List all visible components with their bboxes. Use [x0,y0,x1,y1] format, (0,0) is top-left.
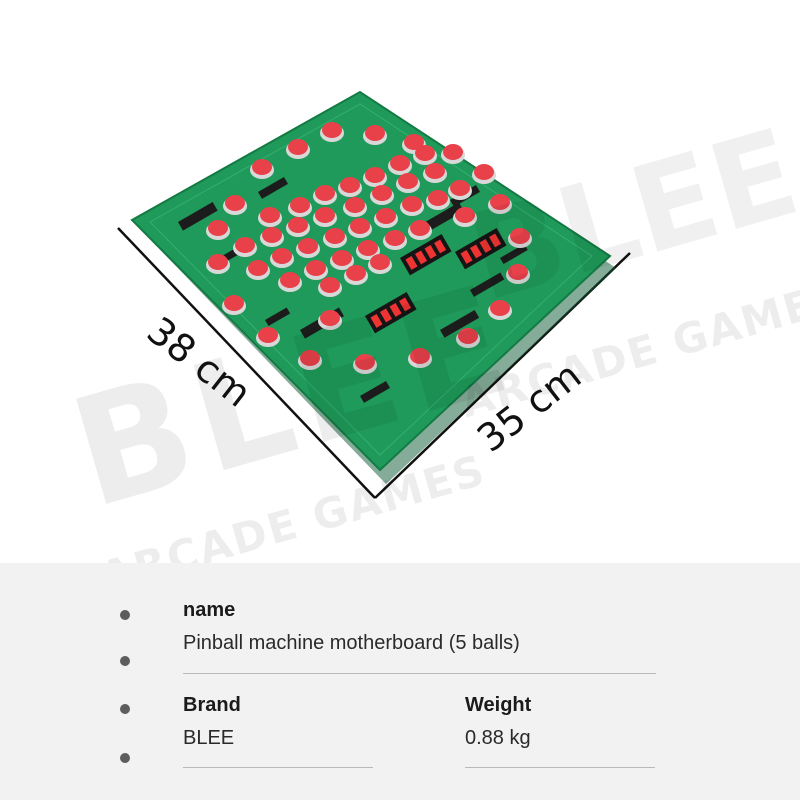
red-arcade-button [272,248,292,264]
red-arcade-button [350,218,370,234]
display-digit [434,239,447,254]
red-arcade-button [410,348,430,364]
display-digit [370,313,383,328]
red-arcade-button [398,173,418,189]
ic-chip [178,202,218,231]
circuit-board [130,90,612,472]
red-arcade-button [258,327,278,343]
red-arcade-button [370,254,390,270]
red-arcade-button [355,354,375,370]
red-arcade-button [490,194,510,210]
divider [183,767,373,768]
display-digit [460,249,473,264]
brand-field-value: BLEE [183,727,235,749]
red-arcade-button [320,277,340,293]
red-arcade-button [450,180,470,196]
red-arcade-button [332,250,352,266]
spec-panel: name Pinball machine motherboard (5 ball… [0,563,800,800]
display-digit [399,297,412,312]
display-digit [479,238,492,253]
red-arcade-button [443,144,463,160]
red-arcade-button [225,195,245,211]
red-arcade-button [455,207,475,223]
red-arcade-button [248,260,268,276]
bullet-dot [120,610,130,620]
weight-field-title: Weight [465,694,532,716]
seven-segment-display-group [365,228,507,334]
red-arcade-button [425,163,445,179]
name-field-value: Pinball machine motherboard (5 balls) [183,632,520,654]
ic-chip [359,381,390,403]
red-arcade-button [322,122,342,138]
red-arcade-button [415,145,435,161]
red-arcade-button [458,328,478,344]
red-arcade-button [224,295,244,311]
brand-field-title: Brand [183,694,241,716]
red-arcade-button [428,190,448,206]
red-arcade-button [235,237,255,253]
red-arcade-button [280,272,300,288]
weight-field-value: 0.88 kg [465,727,531,749]
display-digit [414,250,428,265]
red-arcade-button [288,139,308,155]
red-arcade-button [260,207,280,223]
red-arcade-button [340,177,360,193]
red-arcade-button [402,196,422,212]
bullet-dot [120,753,130,763]
ic-chip [470,272,505,297]
red-arcade-button [365,125,385,141]
red-arcade-button [315,207,335,223]
red-arcade-button [508,264,528,280]
bullet-dot [120,656,130,666]
length-dimension-line [117,227,376,499]
red-arcade-button [298,238,318,254]
display-digit [424,244,437,259]
red-arcade-button [376,208,396,224]
red-arcade-button [306,260,326,276]
red-arcade-button [290,197,310,213]
red-arcade-button [490,300,510,316]
red-arcade-button [252,159,272,175]
red-arcade-button [372,185,392,201]
display-digit [405,255,418,270]
red-arcade-button [474,164,494,180]
ic-chip [265,307,291,327]
red-arcade-button [510,228,530,244]
red-arcade-button [346,265,366,281]
divider [183,673,656,674]
display-digit [469,244,483,259]
red-arcade-button [345,197,365,213]
red-arcade-button [404,134,424,150]
seven-segment-display [455,228,507,270]
ic-chip [420,202,464,234]
ic-chip [500,244,528,265]
divider [465,767,655,768]
name-field-title: name [183,599,236,621]
pcb-illustration [117,90,631,499]
seven-segment-display [400,234,452,276]
seven-segment-display [365,292,417,334]
red-button-group [206,122,532,374]
red-arcade-button [315,185,335,201]
ic-chip [258,177,288,199]
red-arcade-button [320,310,340,326]
red-arcade-button [300,350,320,366]
display-digit [389,302,402,317]
display-digit [379,308,393,323]
red-arcade-button [390,155,410,171]
product-photo: BLEE BLEE ARCADE GAMES ARCADE GAMES 38 c… [55,90,800,603]
red-arcade-button [385,230,405,246]
red-arcade-button [262,227,282,243]
red-arcade-button [208,254,228,270]
red-arcade-button [208,220,228,236]
red-arcade-button [365,167,385,183]
bullet-dot [120,704,130,714]
red-arcade-button [288,217,308,233]
display-digit [489,233,502,248]
red-arcade-button [410,220,430,236]
ic-chip [440,310,480,338]
red-arcade-button [358,240,378,256]
red-arcade-button [325,228,345,244]
